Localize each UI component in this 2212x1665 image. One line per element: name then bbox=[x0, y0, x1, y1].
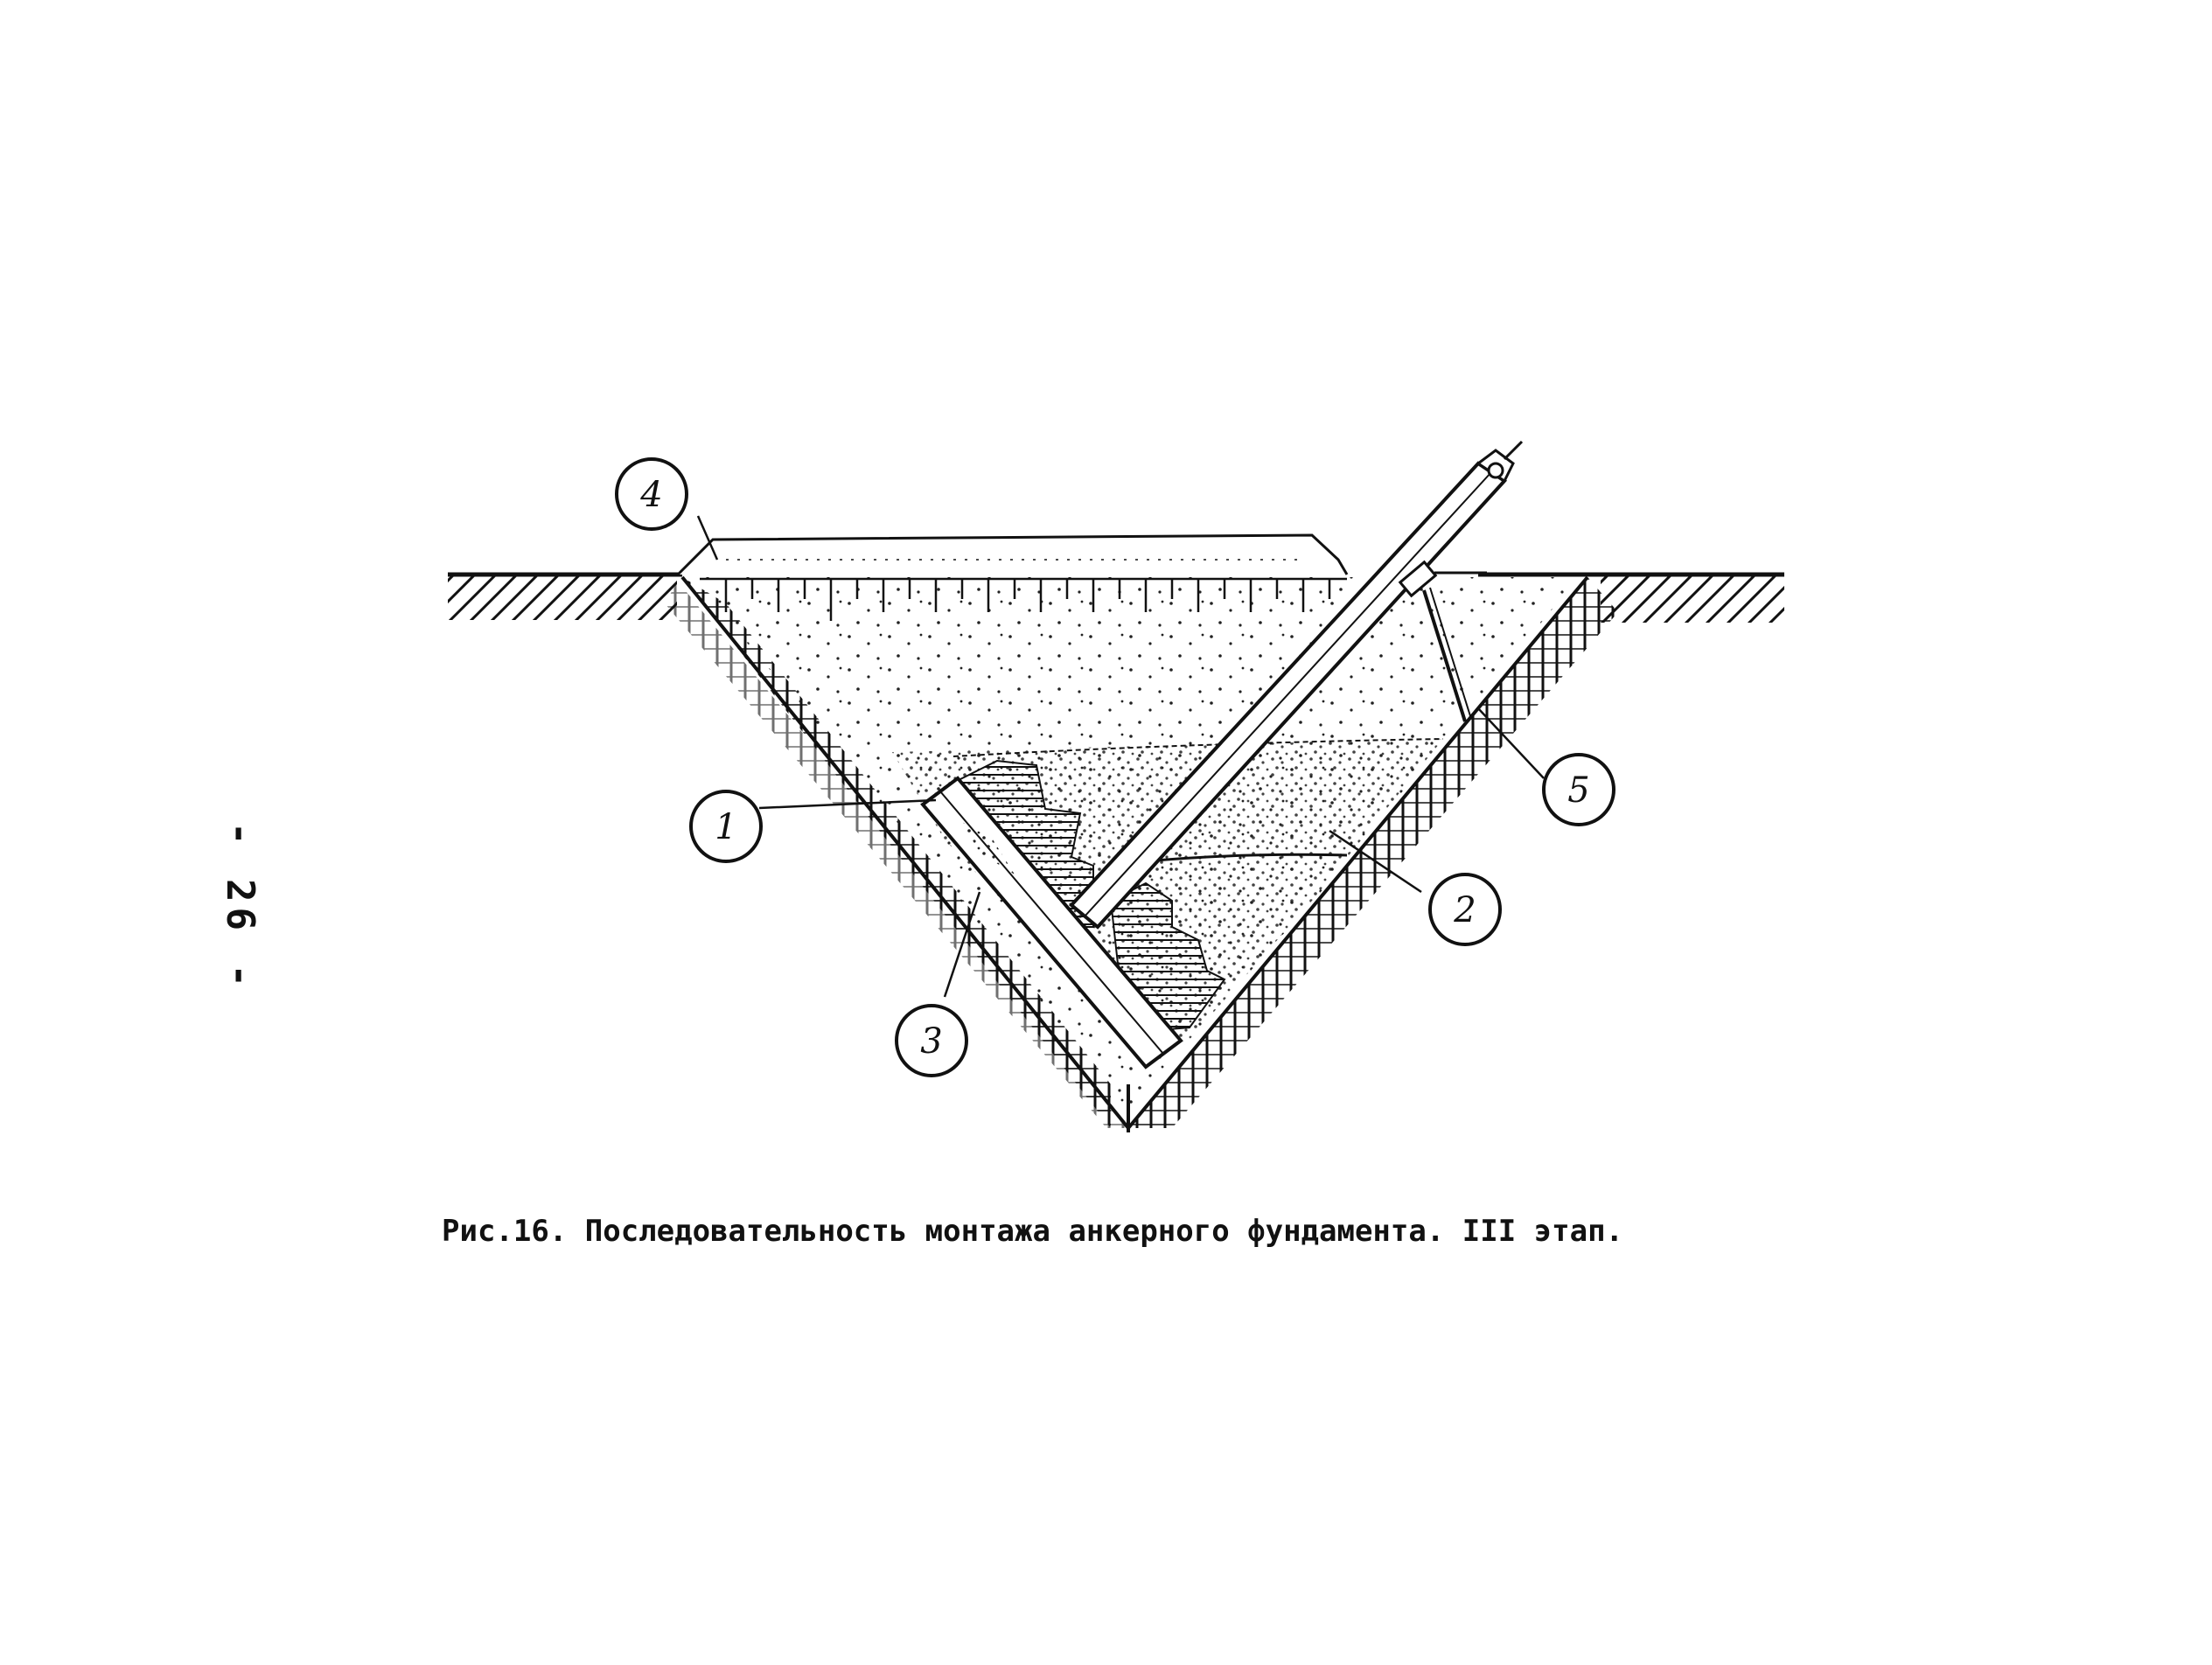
surface-ticks bbox=[700, 577, 1347, 621]
anchor-plate bbox=[920, 776, 1183, 1069]
pit-wall-hatch bbox=[665, 575, 1618, 1132]
leader-lines bbox=[696, 515, 1545, 998]
figure-caption: Рис.16. Последовательность монтажа анкер… bbox=[442, 1214, 1624, 1249]
callout-2: 2 bbox=[1428, 873, 1502, 946]
ground-hatch-right bbox=[1478, 572, 1784, 623]
callout-2-label: 2 bbox=[1453, 890, 1476, 930]
callout-5: 5 bbox=[1542, 753, 1615, 826]
callout-4-label: 4 bbox=[639, 475, 662, 515]
support-strut bbox=[1398, 560, 1487, 722]
callout-1: 1 bbox=[689, 790, 763, 863]
callout-4: 4 bbox=[615, 457, 688, 531]
callout-3: 3 bbox=[895, 1004, 968, 1077]
anchor-rod bbox=[1069, 440, 1524, 930]
callout-3-label: 3 bbox=[920, 1021, 942, 1062]
callout-5-label: 5 bbox=[1567, 770, 1589, 811]
ground-hatch-left bbox=[448, 572, 682, 620]
soil-mound bbox=[676, 533, 1349, 576]
callout-1-label: 1 bbox=[715, 807, 736, 847]
